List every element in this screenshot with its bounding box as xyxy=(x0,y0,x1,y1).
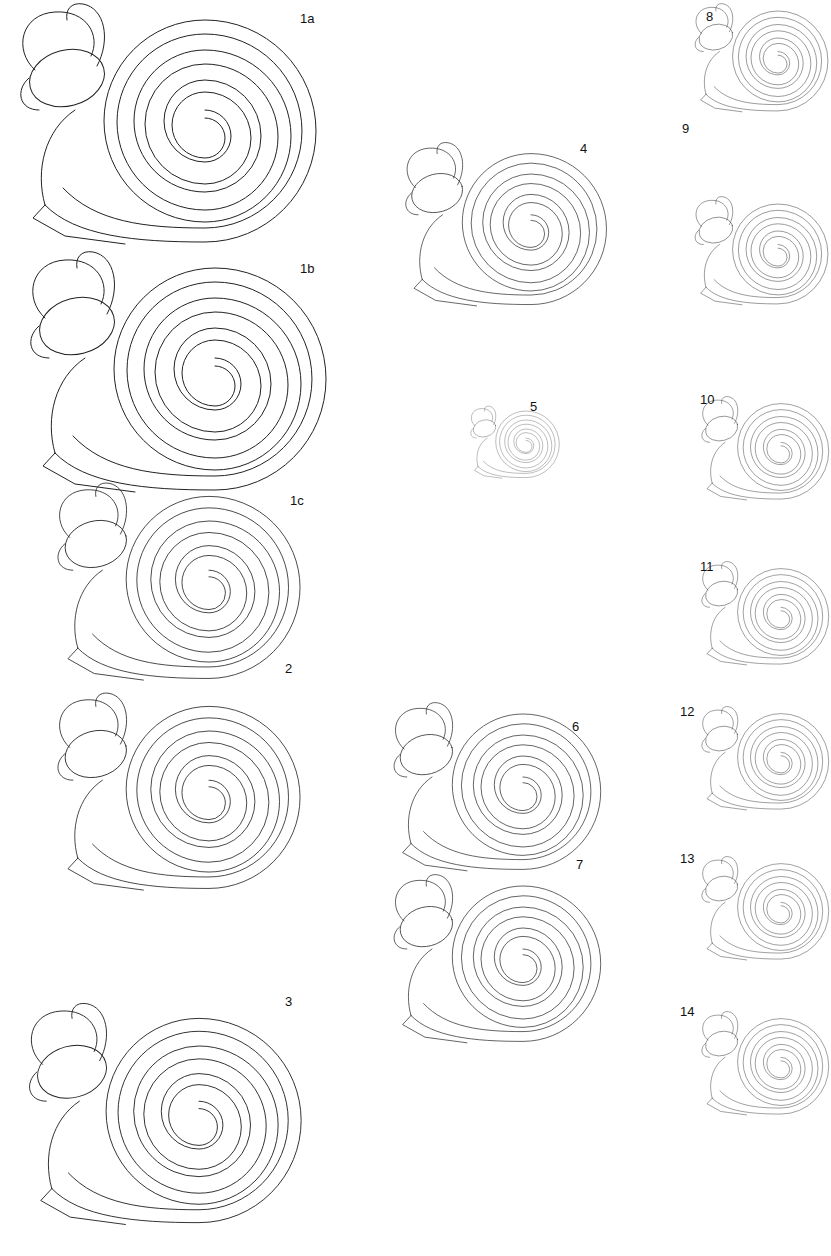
figure-number: 11 xyxy=(700,560,714,573)
figure-number: 1b xyxy=(300,262,314,275)
figure-number: 9 xyxy=(682,122,689,135)
figure-number: 12 xyxy=(680,705,694,718)
figure-number: 8 xyxy=(706,10,713,23)
figure-number: 2 xyxy=(285,662,292,675)
figure-number: 4 xyxy=(580,142,587,155)
figure-number: 13 xyxy=(680,852,694,865)
figure-number: 3 xyxy=(285,995,292,1008)
figure-number: 7 xyxy=(576,858,583,871)
figure-number: 5 xyxy=(530,400,537,413)
figure-number: 1c xyxy=(290,494,304,507)
figure-number: 10 xyxy=(700,393,714,406)
figure-number: 14 xyxy=(680,1005,694,1018)
figure-number: 6 xyxy=(572,720,579,733)
figure-number: 1a xyxy=(300,12,314,25)
